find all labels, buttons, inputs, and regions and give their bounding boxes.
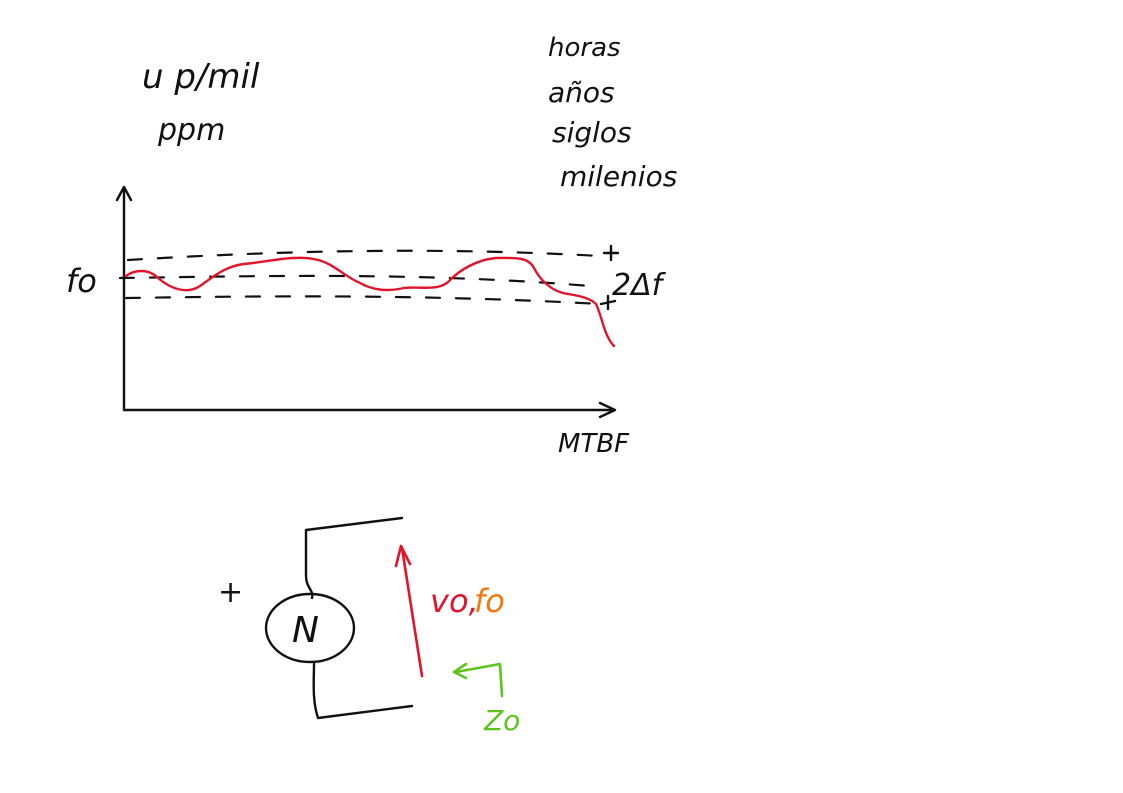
- impedance-pointer-arrowhead: [452, 662, 468, 680]
- output-voltage-arrowhead: [394, 544, 412, 568]
- time-unit-centuries: siglos: [552, 116, 632, 149]
- time-unit-millennia: milenios: [560, 160, 677, 193]
- frequency-stability-graph: fo 2Δf MTBF: [66, 185, 667, 459]
- time-unit-years: años: [548, 76, 615, 109]
- time-unit-hours: horas: [548, 33, 621, 63]
- output-voltage-label: vo,: [430, 582, 479, 620]
- lower-plus-mark: [599, 294, 617, 311]
- upper-plus-mark: [602, 244, 620, 262]
- x-axis-arrow: [598, 401, 617, 419]
- top-wire: [304, 516, 404, 600]
- x-axis-label: MTBF: [558, 429, 630, 459]
- y-axis-arrow: [115, 185, 133, 202]
- output-voltage-arrow: [400, 546, 424, 678]
- lower-tolerance-line: [124, 295, 602, 306]
- band-width-label: 2Δf: [612, 268, 667, 303]
- output-frequency-label: fo: [474, 582, 505, 620]
- tolerance-units-note: u p/mil: [142, 57, 260, 97]
- ac-source-symbol: N: [292, 610, 319, 651]
- polarity-plus-sign: +: [218, 575, 243, 610]
- bottom-wire: [312, 662, 414, 720]
- ac-source-circle: [264, 592, 356, 664]
- frequency-drift-curve: [124, 256, 616, 348]
- oscillator-circuit: N + vo, fo Zo: [218, 516, 520, 737]
- nominal-frequency-label: fo: [66, 262, 97, 300]
- time-units-list: horas años siglos milenios: [548, 33, 677, 193]
- nominal-frequency-line: [118, 274, 592, 288]
- impedance-pointer-arrow: [454, 662, 504, 698]
- upper-tolerance-line: [126, 249, 602, 262]
- ppm-note: ppm: [157, 113, 225, 148]
- output-impedance-label: Zo: [483, 704, 520, 737]
